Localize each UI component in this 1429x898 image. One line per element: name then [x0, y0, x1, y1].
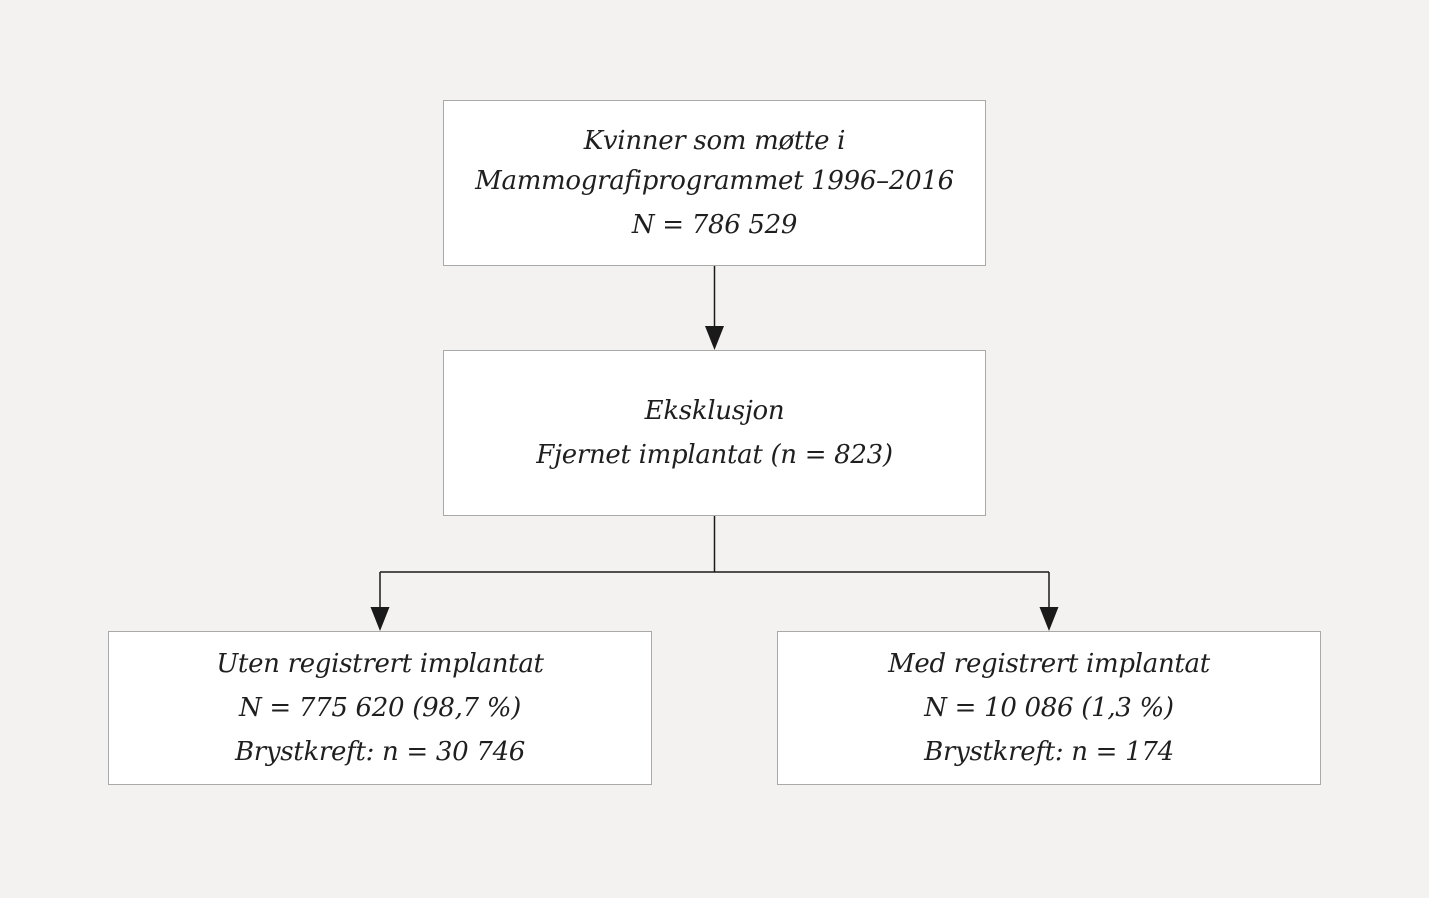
with-implant-title: Med registrert implantat [888, 649, 1210, 679]
population-box: Kvinner som møtte i Mammografiprogrammet… [443, 100, 986, 266]
with-implant-box: Med registrert implantat N = 10 086 (1,3… [777, 631, 1321, 785]
no-implant-count: N = 775 620 (98,7 %) [239, 693, 521, 723]
arrow-to-left-box [370, 572, 390, 631]
exclusion-detail: Fjernet implantat (n = 823) [536, 440, 893, 470]
exclusion-title: Eksklusjon [644, 396, 785, 426]
arrowhead-left [370, 607, 390, 631]
arrow-top-to-exclusion [705, 266, 724, 350]
arrowhead-top-to-exclusion [705, 326, 724, 350]
connector-split [380, 516, 1049, 573]
with-implant-count: N = 10 086 (1,3 %) [924, 693, 1174, 723]
population-label-line2: Mammografiprogrammet 1996–2016 [475, 166, 954, 196]
arrowhead-right [1039, 607, 1059, 631]
with-implant-cancer-count: Brystkreft: n = 174 [924, 737, 1174, 767]
no-implant-box: Uten registrert implantat N = 775 620 (9… [108, 631, 652, 785]
population-count: N = 786 529 [631, 210, 798, 240]
arrow-to-right-box [1039, 572, 1059, 631]
no-implant-title: Uten registrert implantat [216, 649, 544, 679]
population-label-line1: Kvinner som møtte i [583, 126, 846, 156]
exclusion-box: Eksklusjon Fjernet implantat (n = 823) [443, 350, 986, 516]
no-implant-cancer-count: Brystkreft: n = 30 746 [234, 737, 526, 767]
